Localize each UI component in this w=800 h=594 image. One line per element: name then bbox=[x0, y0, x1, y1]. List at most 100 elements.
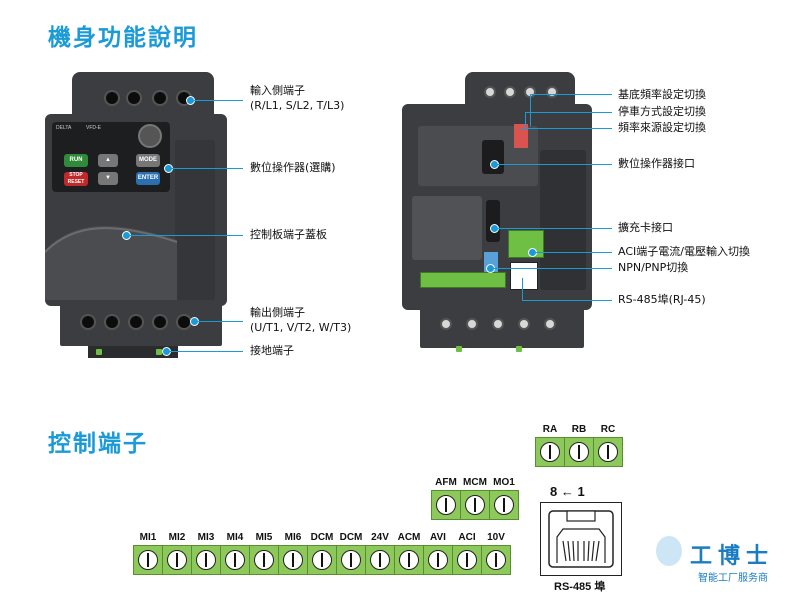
input-screw-hole bbox=[104, 90, 120, 106]
leader-line bbox=[522, 300, 612, 301]
terminal-screw-icon bbox=[312, 550, 332, 570]
terminal-label: MI4 bbox=[226, 532, 244, 543]
terminal-screw-icon bbox=[167, 550, 187, 570]
stop-reset-key[interactable]: STOP RESET bbox=[64, 172, 88, 186]
rs485-port-photo bbox=[510, 262, 538, 290]
terminal-label: MI6 bbox=[284, 532, 302, 543]
terminal-screw-icon bbox=[436, 495, 456, 515]
leader-line bbox=[535, 252, 612, 253]
terminal-rb bbox=[565, 438, 594, 466]
label-output-terminal-spec: (U/T1, V/T2, W/T3) bbox=[250, 321, 352, 334]
ground-screw bbox=[516, 346, 522, 352]
relay-terminal-group bbox=[535, 437, 623, 467]
label-control-cover: 控制板端子蓋板 bbox=[250, 228, 327, 241]
input-screw bbox=[546, 86, 558, 98]
run-key[interactable]: RUN bbox=[64, 154, 88, 167]
leader-line bbox=[129, 235, 243, 236]
section-title-control-terminals: 控制端子 bbox=[48, 431, 148, 457]
enter-key[interactable]: ENTER bbox=[136, 172, 160, 185]
cover-wave-decoration bbox=[45, 226, 177, 300]
rs485-port-diagram bbox=[540, 502, 622, 576]
output-screw-hole bbox=[128, 314, 144, 330]
expansion-slot bbox=[486, 200, 500, 242]
terminal-mi4 bbox=[221, 546, 250, 574]
lower-board-cover bbox=[412, 196, 482, 260]
terminal-mi6 bbox=[279, 546, 308, 574]
leader-line bbox=[522, 278, 523, 300]
terminal-screw-icon bbox=[569, 442, 589, 462]
down-key[interactable]: ▼ bbox=[98, 172, 118, 185]
keypad-model: VFD-E bbox=[86, 125, 101, 131]
label-input-terminal: 輸入側端子 bbox=[250, 84, 305, 97]
terminal-screw-icon bbox=[457, 550, 477, 570]
output-screw-hole bbox=[152, 314, 168, 330]
leader-line bbox=[530, 94, 612, 95]
terminal-mi3 bbox=[192, 546, 221, 574]
ground-terminal-strip bbox=[88, 346, 178, 358]
output-terminal-group bbox=[431, 490, 519, 520]
output-screw bbox=[544, 318, 556, 330]
control-terminal-strip-photo bbox=[420, 272, 506, 288]
label-keypad: 數位操作器(選購) bbox=[250, 161, 336, 174]
terminal-mo1 bbox=[490, 491, 518, 519]
terminal-screw-icon bbox=[540, 442, 560, 462]
terminal-screw-icon bbox=[341, 550, 361, 570]
mode-key[interactable]: MODE bbox=[136, 154, 160, 167]
keypad-brand: DELTA bbox=[56, 125, 72, 131]
leader-line bbox=[525, 112, 612, 113]
terminal-screw-icon bbox=[225, 550, 245, 570]
potentiometer-knob[interactable] bbox=[138, 124, 162, 148]
output-screw bbox=[440, 318, 452, 330]
terminal-label: MO1 bbox=[493, 477, 515, 488]
label-aci-switch: ACI端子電流/電壓輸入切換 bbox=[618, 245, 750, 258]
leader-line bbox=[497, 228, 612, 229]
label-freq-source-switch: 頻率來源設定切換 bbox=[618, 121, 706, 134]
terminal-label: MI1 bbox=[139, 532, 157, 543]
side-cover bbox=[540, 150, 586, 290]
terminal-label: 24V bbox=[371, 532, 389, 543]
main-terminal-group bbox=[133, 545, 511, 575]
ground-screw bbox=[156, 349, 162, 355]
terminal-screw-icon bbox=[494, 495, 514, 515]
label-ground-terminal: 接地端子 bbox=[250, 344, 294, 357]
rj45-jack-icon bbox=[548, 510, 614, 568]
side-panel bbox=[175, 140, 215, 300]
label-base-freq-switch: 基底頻率設定切換 bbox=[618, 88, 706, 101]
terminal-screw-icon bbox=[283, 550, 303, 570]
watermark-name: 工博士 bbox=[690, 544, 775, 569]
terminal-label: RC bbox=[600, 424, 616, 435]
label-keypad-port: 數位操作器接口 bbox=[618, 157, 695, 170]
rs485-pin-order: 8 ← 1 bbox=[550, 484, 585, 499]
up-key[interactable]: ▲ bbox=[98, 154, 118, 167]
rs485-caption: RS-485 埠 bbox=[554, 581, 606, 593]
output-screw bbox=[466, 318, 478, 330]
terminal-screw-icon bbox=[399, 550, 419, 570]
terminal-rc bbox=[594, 438, 622, 466]
terminal-screw-icon bbox=[138, 550, 158, 570]
terminal-label: ACM bbox=[397, 532, 421, 543]
aci-switch-block[interactable] bbox=[508, 230, 544, 258]
label-npn-pnp-switch: NPN/PNP切換 bbox=[618, 261, 689, 274]
terminal-screw-icon bbox=[598, 442, 618, 462]
terminal-dcm bbox=[337, 546, 366, 574]
terminal-screw-icon bbox=[465, 495, 485, 515]
terminal-aci bbox=[453, 546, 482, 574]
terminal-screw-icon bbox=[254, 550, 274, 570]
input-screw-hole bbox=[126, 90, 142, 106]
terminal-label: AVI bbox=[430, 532, 446, 543]
section-title-features: 機身功能說明 bbox=[48, 25, 198, 51]
terminal-acm bbox=[395, 546, 424, 574]
terminal-label: MI2 bbox=[168, 532, 186, 543]
terminal-label: RA bbox=[542, 424, 558, 435]
leader-line bbox=[530, 94, 531, 126]
leader-line bbox=[169, 351, 243, 352]
input-screw-hole bbox=[152, 90, 168, 106]
terminal-label: DCM bbox=[339, 532, 363, 543]
dip-switch-block[interactable] bbox=[514, 124, 528, 148]
label-rs485-port: RS-485埠(RJ-45) bbox=[618, 293, 706, 306]
input-screw bbox=[504, 86, 516, 98]
output-screw-hole bbox=[104, 314, 120, 330]
watermark-logo-icon bbox=[656, 536, 682, 566]
label-output-terminal: 輸出側端子 bbox=[250, 306, 305, 319]
terminal-dcm bbox=[308, 546, 337, 574]
